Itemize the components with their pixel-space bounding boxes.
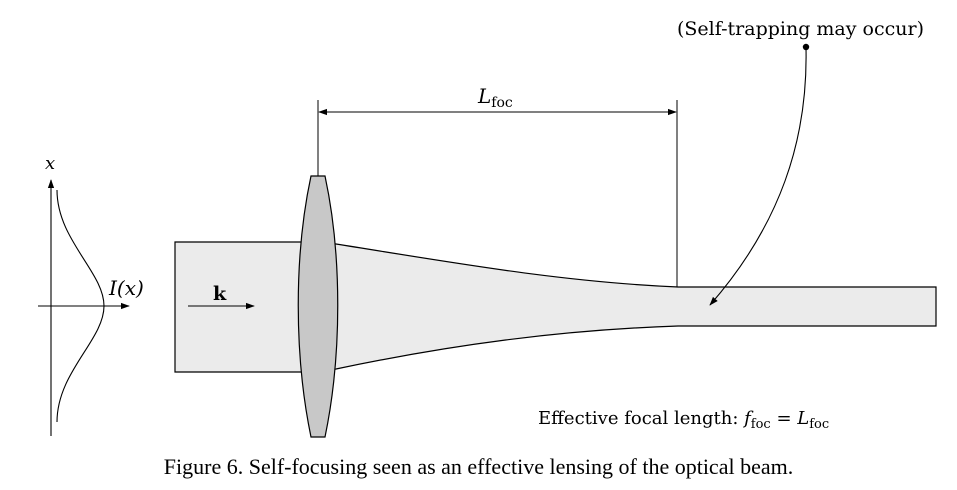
annotation-pointer-arrow <box>709 47 807 306</box>
x-axis-label: x <box>45 153 55 174</box>
intensity-label: I(x) <box>108 276 144 300</box>
focal-length-note: Effective focal length: ffoc = Lfoc <box>538 408 829 432</box>
figure-caption: Figure 6. Self-focusing seen as an effec… <box>163 454 794 479</box>
gaussian-intensity-profile <box>56 189 105 423</box>
effective-lens <box>297 175 339 438</box>
self-trapping-annotation: (Self-trapping may occur) <box>677 18 924 40</box>
focal-length-label: Lfoc <box>477 84 513 111</box>
optical-beam <box>174 241 937 373</box>
wave-vector-label: k <box>213 283 227 305</box>
annotation-dot <box>802 43 810 51</box>
